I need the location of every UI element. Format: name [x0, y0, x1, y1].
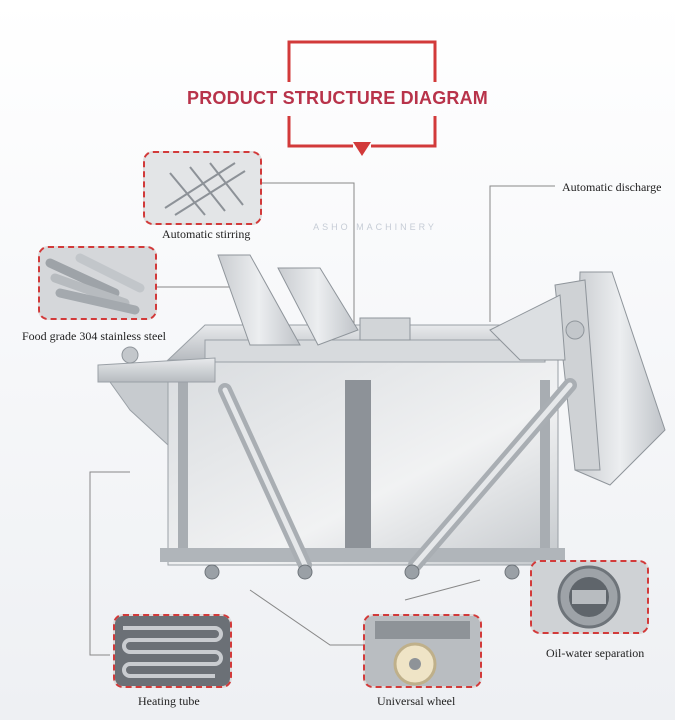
automatic-stirring-photo — [143, 151, 262, 225]
heating-tube-photo — [113, 614, 232, 688]
stainless-steel-photo — [38, 246, 157, 320]
universal-wheel-label: Universal wheel — [377, 694, 456, 708]
heating-tube-label: Heating tube — [138, 694, 200, 708]
universal-wheel-photo — [363, 614, 482, 688]
automatic-stirring-label: Automatic stirring — [162, 227, 251, 241]
food-grade-steel-label: Food grade 304 stainless steel — [22, 329, 166, 343]
page-title: PRODUCT STRUCTURE DIAGRAM — [187, 88, 488, 108]
automatic-discharge-label: Automatic discharge — [562, 180, 662, 194]
watermark-text: ASHO MACHINERY — [313, 222, 437, 232]
oil-water-separation-label: Oil-water separation — [546, 646, 645, 660]
oil-water-separation-photo — [530, 560, 649, 634]
